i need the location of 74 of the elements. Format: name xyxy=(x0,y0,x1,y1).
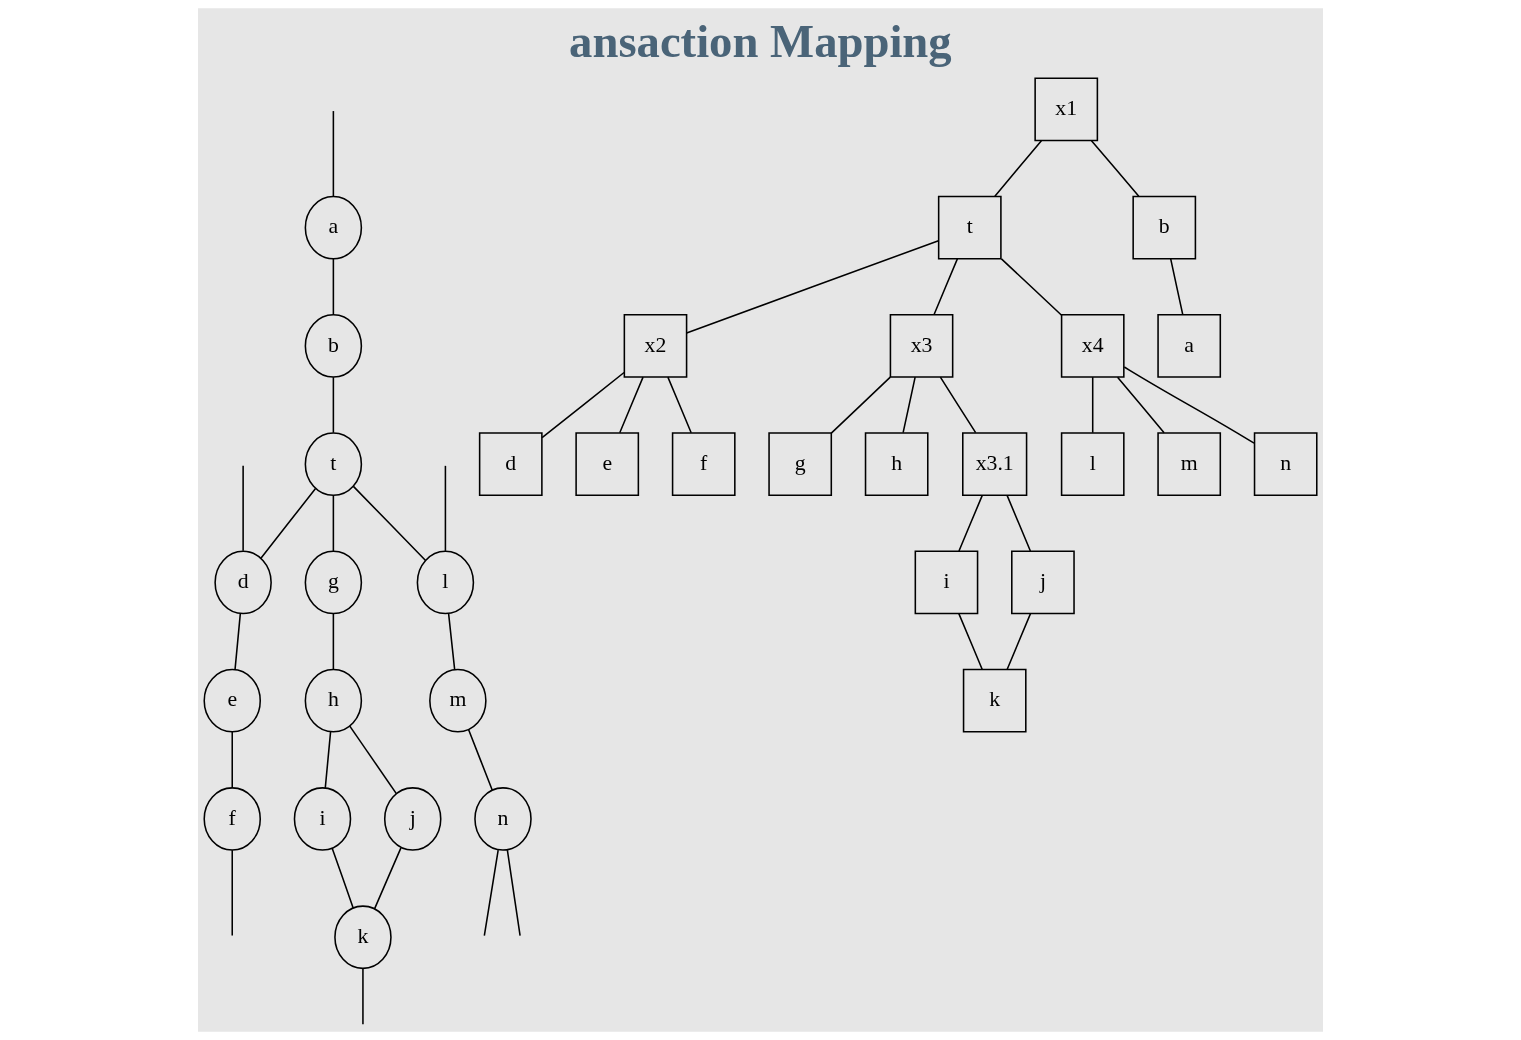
connector xyxy=(231,731,233,789)
node-ellipse: a xyxy=(304,195,363,260)
connector xyxy=(234,612,242,671)
connector xyxy=(231,849,233,937)
connector xyxy=(1090,139,1140,197)
node-box: a xyxy=(1157,314,1222,378)
connector xyxy=(939,376,977,434)
node-box: g xyxy=(768,432,833,497)
connector xyxy=(260,487,317,559)
connector xyxy=(1006,612,1032,670)
connector xyxy=(483,849,499,937)
connector xyxy=(352,485,427,562)
node-box: j xyxy=(1011,550,1075,615)
connector xyxy=(1116,376,1165,434)
node-ellipse: t xyxy=(304,432,363,497)
connector xyxy=(444,465,447,552)
connector xyxy=(332,376,335,434)
node-box: x3.1 xyxy=(962,432,1028,497)
connector xyxy=(667,376,692,434)
node-box: n xyxy=(1253,432,1318,497)
node-circle: n xyxy=(474,787,532,851)
connector xyxy=(994,139,1043,197)
connector xyxy=(332,494,335,552)
node-ellipse: g xyxy=(304,550,363,615)
node-box: t xyxy=(937,195,1002,260)
connector xyxy=(902,376,916,434)
node-box: x4 xyxy=(1060,314,1125,378)
node-ellipse: l xyxy=(416,550,475,615)
connector xyxy=(958,612,983,670)
connector xyxy=(541,371,625,439)
node-ellipse: m xyxy=(429,668,487,733)
connector xyxy=(958,494,984,552)
connector xyxy=(933,258,959,316)
connector xyxy=(506,849,521,937)
node-box: i xyxy=(914,550,979,615)
connector xyxy=(1000,258,1063,316)
node-box: x1 xyxy=(1034,77,1099,142)
connector xyxy=(1169,258,1184,316)
connector xyxy=(332,612,335,670)
node-circle: j xyxy=(383,787,442,851)
connector xyxy=(447,612,456,671)
diagram-title: ansaction Mapping xyxy=(569,14,952,67)
node-box: x3 xyxy=(889,314,954,378)
node-circle: k xyxy=(334,905,392,970)
connector xyxy=(373,847,402,910)
connector xyxy=(467,728,493,791)
connector xyxy=(685,239,940,334)
connector xyxy=(349,725,398,795)
connector xyxy=(242,465,244,552)
node-ellipse: b xyxy=(304,314,363,378)
node-box: l xyxy=(1060,432,1125,497)
connector xyxy=(362,967,364,1026)
node-box: x2 xyxy=(623,314,688,378)
connector xyxy=(332,258,335,316)
node-circle: i xyxy=(293,787,352,851)
node-box: e xyxy=(575,432,640,497)
connector xyxy=(619,376,644,434)
node-circle: e xyxy=(203,668,261,733)
node-box: m xyxy=(1157,432,1222,497)
connector xyxy=(332,110,335,197)
connector xyxy=(1091,376,1094,434)
connector xyxy=(830,376,892,434)
node-circle: f xyxy=(203,787,261,851)
connector xyxy=(1123,366,1255,444)
node-box: k xyxy=(962,668,1027,733)
connector xyxy=(1006,494,1032,552)
node-box: f xyxy=(671,432,736,497)
node-box: d xyxy=(478,432,543,497)
connector xyxy=(331,847,354,909)
connector xyxy=(324,731,332,789)
node-ellipse: h xyxy=(304,668,363,733)
node-box: h xyxy=(864,432,929,497)
node-ellipse: d xyxy=(214,550,272,615)
node-box: b xyxy=(1132,195,1197,260)
